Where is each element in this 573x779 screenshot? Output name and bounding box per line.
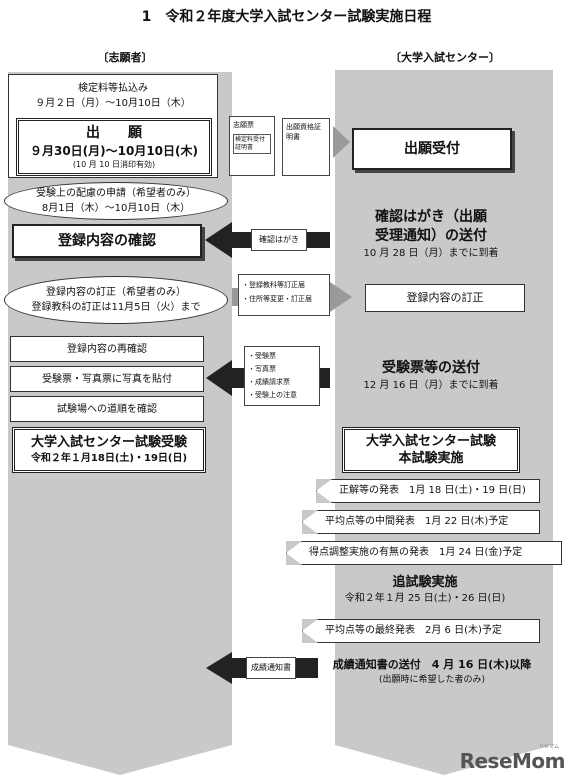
announcement-interim-text: 平均点等の中間発表 1月 22 日(木)予定 <box>325 516 509 527</box>
announcement-final-text: 平均点等の最終発表 2月 6 日(木)予定 <box>325 625 502 636</box>
announcement-interim-average: 平均点等の中間発表 1月 22 日(木)予定 <box>302 510 540 534</box>
correction-form-2: ・住所等変更・訂正届 <box>242 295 312 303</box>
step-route-label: 試験場への道順を確認 <box>57 403 157 415</box>
center-header: 〔大学入試センター〕 <box>390 51 500 64</box>
announcement-final-average: 平均点等の最終発表 2月 6 日(木)予定 <box>302 619 540 643</box>
fee-certificate-label: 検定料受付証明書 <box>233 134 271 154</box>
application-form-label: 志願票 <box>233 121 254 129</box>
announcement-answers-text: 正解等の発表 1月 18 日(土)・19 日(日) <box>339 485 526 496</box>
score-send-box: 成績通知書の送付 4 月 16 日(木)以降 (出願時に希望した者のみ) <box>316 652 548 692</box>
correction-form-1: ・登録教科等訂正届 <box>242 281 305 289</box>
fee-label: 検定料等払込み <box>78 83 148 94</box>
step-photo-label: 受験票・写真票に写真を貼付 <box>42 373 172 385</box>
score-send-note: (出願時に希望した者のみ) <box>378 675 486 685</box>
score-report-tag: 成績通知書 <box>251 663 291 672</box>
applicant-header: 〔志願者〕 <box>97 51 153 64</box>
step-route: 試験場への道順を確認 <box>10 396 204 422</box>
ticket-doc-3: ・成績請求票 <box>248 378 290 386</box>
exam-right-title2: 本試験実施 <box>398 451 464 466</box>
registration-confirm-box: 登録内容の確認 <box>12 224 202 258</box>
confirm-card-doc: 確認はがき <box>251 229 307 251</box>
exam-right-title1: 大学入試センター試験 <box>365 434 496 449</box>
resemom-logo: ReseMom <box>459 749 566 773</box>
ticket-doc-1: ・受験票 <box>248 352 276 360</box>
ticket-docs: ・受験票 ・写真票 ・成績請求票 ・受験上の注意 <box>244 346 320 406</box>
makeup-exam-title: 追試験実施 <box>392 575 458 590</box>
announcement-adjustment: 得点調整実施の有無の発表 1月 24 日(金)予定 <box>286 541 562 565</box>
score-report-doc: 成績通知書 <box>246 657 296 679</box>
consideration-line1: 受験上の配慮の申請（希望者のみ） <box>36 188 196 199</box>
ticket-send-title: 受験票等の送付 <box>382 360 480 376</box>
ticket-send-date: 12 月 16 日（月）までに到着 <box>363 380 499 391</box>
correction-forms-doc: ・登録教科等訂正届 ・住所等変更・訂正届 <box>238 274 330 316</box>
step-photo: 受験票・写真票に写真を貼付 <box>10 366 204 392</box>
step-recheck-label: 登録内容の再確認 <box>67 343 147 355</box>
confirm-card-date: 10 月 28 日（月）までに到着 <box>363 247 499 259</box>
ticket-doc-2: ・写真票 <box>248 365 276 373</box>
announcement-answers: 正解等の発表 1月 18 日(土)・19 日(日) <box>316 479 540 503</box>
registration-fix-box: 登録内容の訂正 <box>365 284 525 312</box>
makeup-exam-date: 令和２年１月 25 日(土)・26 日(日) <box>344 593 506 604</box>
apply-title: 出 願 <box>86 125 142 141</box>
consideration-line2: 8月1日（木）〜10月10日（木） <box>41 203 191 214</box>
receipt-box: 出願受付 <box>352 128 512 170</box>
confirm-card-tag: 確認はがき <box>259 235 299 244</box>
apply-note: (10 月 10 日消印有効) <box>72 160 156 169</box>
registration-confirm-label: 登録内容の確認 <box>58 232 156 249</box>
makeup-exam-box: 追試験実施 令和２年１月 25 日(土)・26 日(日) <box>330 570 520 610</box>
application-form-doc: 志願票 検定料受付証明書 <box>229 116 275 176</box>
apply-arrow <box>333 126 350 158</box>
apply-box: 出 願 ９月30日(月)〜10月10日(木) (10 月 10 日消印有効) <box>16 118 212 176</box>
ticket-doc-4: ・受験上の注意 <box>248 391 297 399</box>
exam-left-title: 大学入試センター試験受験 <box>30 435 187 450</box>
score-send-title: 成績通知書の送付 4 月 16 日(木)以降 <box>332 658 532 671</box>
apply-date: ９月30日(月)〜10月10日(木) <box>29 144 199 158</box>
confirm-card-title1: 確認はがき（出願 <box>375 208 487 225</box>
logo-subtitle: リセマム <box>538 744 559 750</box>
confirm-card-box: 確認はがき（出願 受理通知）の送付 10 月 28 日（月）までに到着 <box>338 203 524 265</box>
fee-date: ９月２日（月）〜10月10日（木） <box>35 98 191 109</box>
center-column-arrow <box>335 70 553 775</box>
confirm-card-title2: 受理通知）の送付 <box>375 227 487 244</box>
page-title: 1 令和２年度大学入試センター試験実施日程 <box>141 9 432 25</box>
announcement-adjustment-text: 得点調整実施の有無の発表 1月 24 日(金)予定 <box>309 547 523 558</box>
registration-fix-label: 登録内容の訂正 <box>406 291 484 304</box>
correction-line1: 登録内容の訂正（希望者のみ） <box>46 287 186 298</box>
step-recheck: 登録内容の再確認 <box>10 336 204 362</box>
exam-left-box: 大学入試センター試験受験 令和２年１月18日(土)・19日(日) <box>12 427 206 473</box>
ticket-send-box: 受験票等の送付 12 月 16 日（月）までに到着 <box>338 354 524 398</box>
qualification-label: 出願資格証明書 <box>286 123 321 141</box>
consideration-oval: 受験上の配慮の申請（希望者のみ） 8月1日（木）〜10月10日（木） <box>4 182 228 220</box>
correction-oval: 登録内容の訂正（希望者のみ） 登録教科の訂正は11月5日（火）まで <box>4 276 228 324</box>
exam-left-date: 令和２年１月18日(土)・19日(日) <box>30 453 188 464</box>
exam-right-box: 大学入試センター試験 本試験実施 <box>342 427 520 473</box>
qualification-doc: 出願資格証明書 <box>282 118 330 176</box>
correction-line2: 登録教科の訂正は11月5日（火）まで <box>31 302 201 313</box>
receipt-label: 出願受付 <box>404 140 460 157</box>
